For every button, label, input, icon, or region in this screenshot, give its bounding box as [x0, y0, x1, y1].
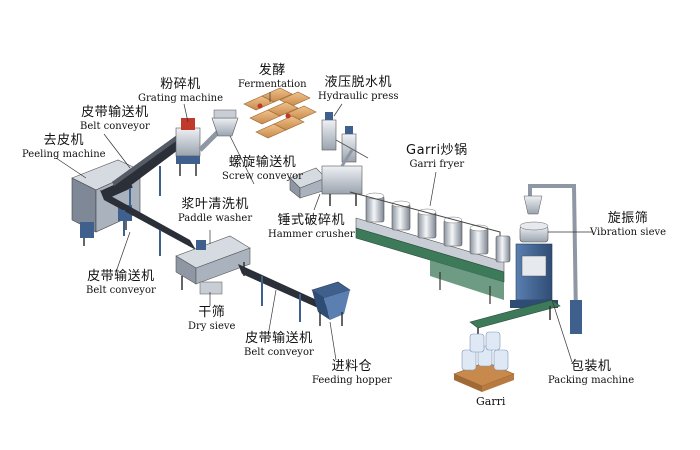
label-fermentation-en: Fermentation	[238, 78, 307, 90]
label-hammer-crusher-en: Hammer crusher	[268, 228, 355, 240]
label-garri-fryer: Garri炒锅 Garri fryer	[406, 143, 468, 170]
label-dry-sieve-en: Dry sieve	[188, 320, 236, 332]
label-hydraulic-press-zh: 液压脱水机	[324, 75, 392, 90]
vibration-sieve-illustration	[519, 184, 582, 334]
label-paddle-washer-zh: 浆叶清洗机	[181, 197, 249, 212]
grating-machine-illustration	[175, 118, 201, 176]
label-vibration-sieve-zh: 旋振筛	[607, 211, 649, 226]
label-peeling-machine-en: Peeling machine	[22, 148, 106, 160]
label-belt-conveyor-3: 皮带输送机 Belt conveyor	[244, 331, 314, 358]
label-paddle-washer-en: Paddle washer	[178, 212, 253, 224]
label-hammer-crusher-zh: 锤式破碎机	[277, 213, 346, 228]
leader-lines	[55, 92, 592, 363]
label-grating-machine: 粉碎机 Grating machine	[138, 77, 224, 104]
label-vibration-sieve: 旋振筛 Vibration sieve	[590, 211, 667, 238]
garri-bags-illustration	[453, 331, 515, 392]
label-screw-conveyor-en: Screw conveyor	[222, 170, 303, 182]
paddle-washer-illustration	[175, 235, 251, 290]
label-feeding-hopper-zh: 进料仓	[331, 359, 373, 374]
label-garri-fryer-en: Garri fryer	[409, 158, 465, 170]
screw-conveyor-illustration	[198, 109, 239, 152]
label-belt-conveyor-2-en: Belt conveyor	[86, 284, 156, 296]
label-garri-fryer-zh: Garri炒锅	[406, 143, 468, 158]
label-packing-machine-en: Packing machine	[548, 374, 635, 386]
label-peeling-machine: 去皮机 Peeling machine	[22, 133, 106, 160]
label-peeling-machine-zh: 去皮机	[43, 133, 85, 148]
hydraulic-press-illustration	[321, 112, 369, 163]
label-paddle-washer: 浆叶清洗机 Paddle washer	[178, 197, 253, 224]
label-screw-conveyor: 螺旋输送机 Screw conveyor	[222, 155, 303, 182]
feeding-hopper-illustration	[311, 281, 351, 326]
label-screw-conveyor-zh: 螺旋输送机	[228, 155, 297, 170]
label-feeding-hopper: 进料仓 Feeding hopper	[312, 359, 392, 386]
garri-fryer-illustration	[349, 191, 511, 304]
label-packing-machine-zh: 包装机	[570, 359, 612, 374]
label-belt-conveyor-1-zh: 皮带输送机	[81, 105, 149, 120]
belt-conveyor-3-illustration	[199, 264, 336, 322]
hammer-crusher-illustration	[289, 149, 363, 206]
label-belt-conveyor-1: 皮带输送机 Belt conveyor	[80, 105, 150, 132]
label-grating-machine-zh: 粉碎机	[160, 77, 201, 92]
label-belt-conveyor-3-zh: 皮带输送机	[245, 331, 313, 346]
fermentation-pallets-illustration	[243, 87, 317, 139]
label-dry-sieve: 干筛 Dry sieve	[188, 305, 236, 332]
label-belt-conveyor-2: 皮带输送机 Belt conveyor	[86, 269, 156, 296]
label-hydraulic-press-en: Hydraulic press	[318, 90, 399, 102]
label-belt-conveyor-3-en: Belt conveyor	[244, 346, 314, 358]
label-packing-machine: 包装机 Packing machine	[548, 359, 635, 386]
belt-conveyor-2-illustration	[100, 190, 196, 256]
label-feeding-hopper-en: Feeding hopper	[312, 374, 392, 386]
label-garri: Garri	[476, 395, 506, 409]
label-belt-conveyor-1-en: Belt conveyor	[80, 120, 150, 132]
label-vibration-sieve-en: Vibration sieve	[590, 226, 667, 238]
packing-machine-illustration	[469, 243, 561, 342]
label-hydraulic-press: 液压脱水机 Hydraulic press	[318, 75, 399, 102]
label-fermentation: 发酵 Fermentation	[238, 63, 307, 90]
label-dry-sieve-zh: 干筛	[198, 305, 226, 320]
label-belt-conveyor-2-zh: 皮带输送机	[87, 269, 155, 284]
label-hammer-crusher: 锤式破碎机 Hammer crusher	[268, 213, 355, 240]
label-fermentation-zh: 发酵	[258, 63, 286, 78]
label-garri-en: Garri	[476, 395, 506, 408]
label-grating-machine-en: Grating machine	[138, 92, 224, 104]
